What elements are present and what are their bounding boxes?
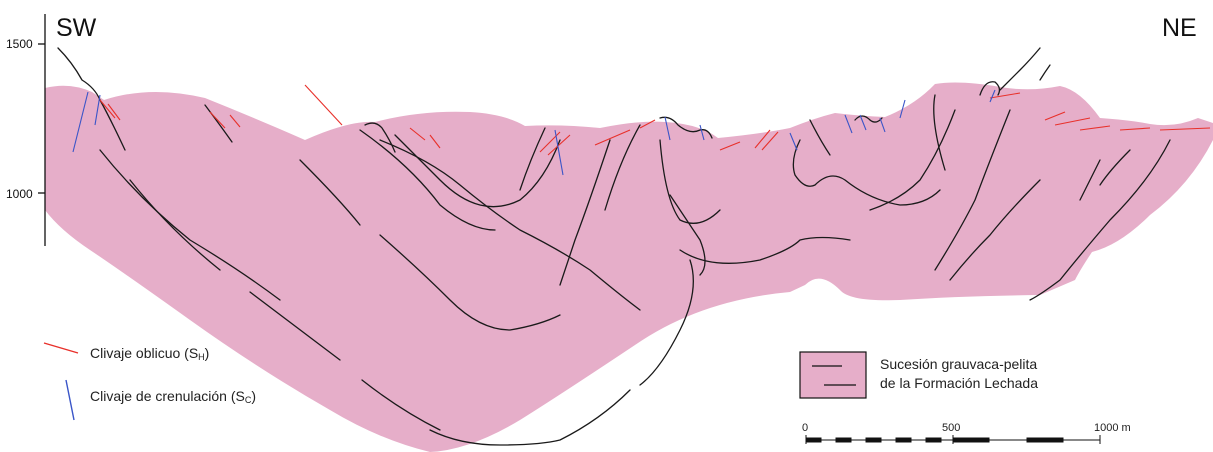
tick-label-1500: 1500 <box>6 37 33 51</box>
legend-unit-swatch <box>800 352 866 398</box>
direction-ne: NE <box>1162 14 1197 42</box>
legend-oblique-swatch <box>44 343 78 353</box>
legend-crenulation-label: Clivaje de crenulación (SC) <box>90 388 256 405</box>
legend-unit-line2: de la Formación Lechada <box>880 375 1038 391</box>
tick-label-1000: 1000 <box>6 187 33 201</box>
legend-crenulation-swatch <box>66 380 74 420</box>
legend-oblique-label: Clivaje oblicuo (SH) <box>90 345 209 362</box>
scale-label-0: 0 <box>802 422 808 434</box>
scale-bar <box>806 435 1100 444</box>
scale-label-1000: 1000 m <box>1094 422 1131 434</box>
direction-sw: SW <box>56 14 97 42</box>
scale-label-500: 500 <box>942 422 960 434</box>
legend-unit-line1: Sucesión grauvaca-pelita <box>880 356 1037 372</box>
